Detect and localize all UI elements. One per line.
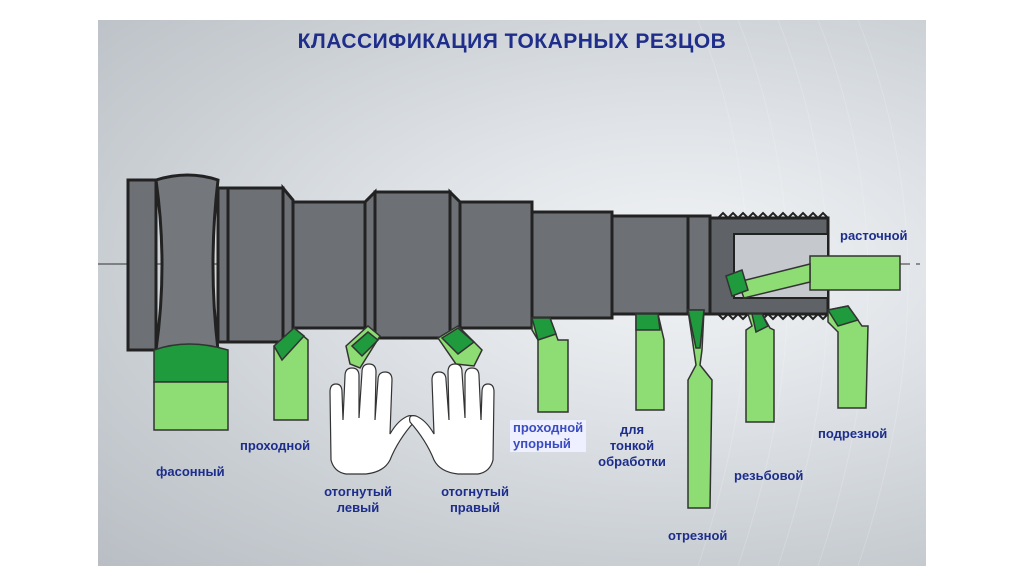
thread-bottom [717,312,829,321]
shaft-section-fasonny [154,173,220,357]
label-dlya-tonkoy-line3: обработки [598,454,666,469]
label-rezbovoy: резьбовой [734,468,804,483]
hand-left-illustration [329,363,415,475]
cutter-rezbovoy [745,313,775,423]
label-prokhodnoy-uporny-line1: проходной [513,420,584,435]
label-prokhodnoy: проходной [240,438,311,453]
shaft-section-10 [530,210,614,320]
cutter-prokhodnoy-uporny [531,317,569,413]
label-dlya-tonkoy: для тонкой обработки [592,422,672,470]
shaft-section-3 [226,186,285,344]
cutter-otognuty-pravy [436,325,483,367]
shaft-section-5 [291,200,367,330]
label-prokhodnoy-uporny: проходной упорный [510,420,587,452]
label-otognuty-pravy: отогнутый правый [430,484,520,516]
cutter-podreznoy [826,305,869,409]
label-rastochnoy: расточной [840,228,908,243]
label-dlya-tonkoy-line1: для [619,422,645,437]
thread-top [717,211,829,220]
cutter-otreznoy [687,309,713,509]
shaft-section-12 [686,214,712,316]
cutter-otognuty-levy [345,325,381,369]
label-podreznoy: подрезной [818,426,888,441]
shaft-section-7 [373,190,452,340]
cutter-dlya-tonkoy [635,313,665,411]
hand-right-illustration [409,363,495,475]
workpiece-shaft [126,173,830,357]
label-otreznoy: отрезной [668,528,728,543]
slide-panel: КЛАССИФИКАЦИЯ ТОКАРНЫХ РЕЗЦОВ [98,20,926,566]
label-otognuty-pravy-line1: отогнутый [441,484,509,499]
cutter-prokhodnoy [273,327,309,421]
label-otognuty-levy: отогнутый левый [313,484,403,516]
slide-title: КЛАССИФИКАЦИЯ ТОКАРНЫХ РЕЗЦОВ [297,30,727,53]
label-fasonny: фасонный [156,464,225,479]
shaft-section-9 [458,200,534,330]
label-otognuty-pravy-line2: правый [449,500,501,515]
shaft-section-11 [610,214,690,316]
label-dlya-tonkoy-line2: тонкой [609,438,655,453]
label-prokhodnoy-uporny-line2: упорный [513,436,571,451]
cutter-rastochnoy [725,255,901,299]
lathe-cutters-diagram [98,173,926,509]
shaft-section-1 [126,178,158,352]
cutter-fasonny [153,343,229,431]
label-otognuty-levy-line2: левый [336,500,380,515]
label-otognuty-levy-line1: отогнутый [324,484,392,499]
